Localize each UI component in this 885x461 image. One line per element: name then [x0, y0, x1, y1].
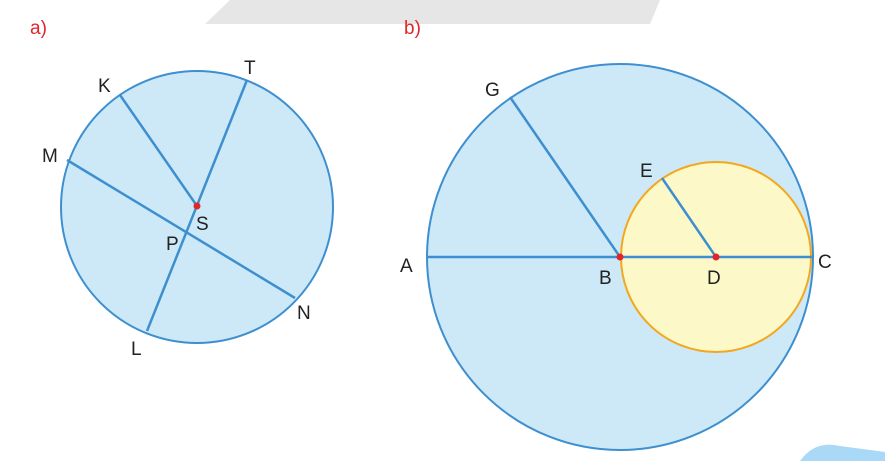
label-P: P — [166, 234, 179, 255]
label-C: C — [818, 252, 832, 273]
label-G: G — [485, 80, 500, 101]
radius-DE — [660, 177, 718, 258]
label-A: A — [400, 256, 413, 277]
label-S: S — [196, 214, 209, 235]
radius-BG — [508, 96, 622, 258]
label-K: K — [98, 76, 111, 97]
label-E: E — [640, 161, 653, 182]
center-point-D — [712, 253, 720, 261]
label-N: N — [297, 303, 311, 324]
center-point-B — [616, 253, 624, 261]
radius-SK — [118, 94, 199, 207]
label-B: B — [599, 268, 612, 289]
decorative-shape — [800, 444, 885, 461]
figure-b: b) G E A B D C — [400, 18, 832, 451]
center-point-S — [193, 202, 201, 210]
label-L: L — [131, 339, 142, 360]
chord-MN — [66, 158, 296, 300]
watermark-banner — [205, 0, 660, 24]
label-M: M — [42, 146, 58, 167]
label-D: D — [707, 268, 721, 289]
figure-a: a) K T M S P N L — [30, 18, 334, 360]
figure-a-label: a) — [30, 18, 47, 39]
label-T: T — [244, 58, 256, 79]
figure-b-label: b) — [404, 18, 421, 39]
